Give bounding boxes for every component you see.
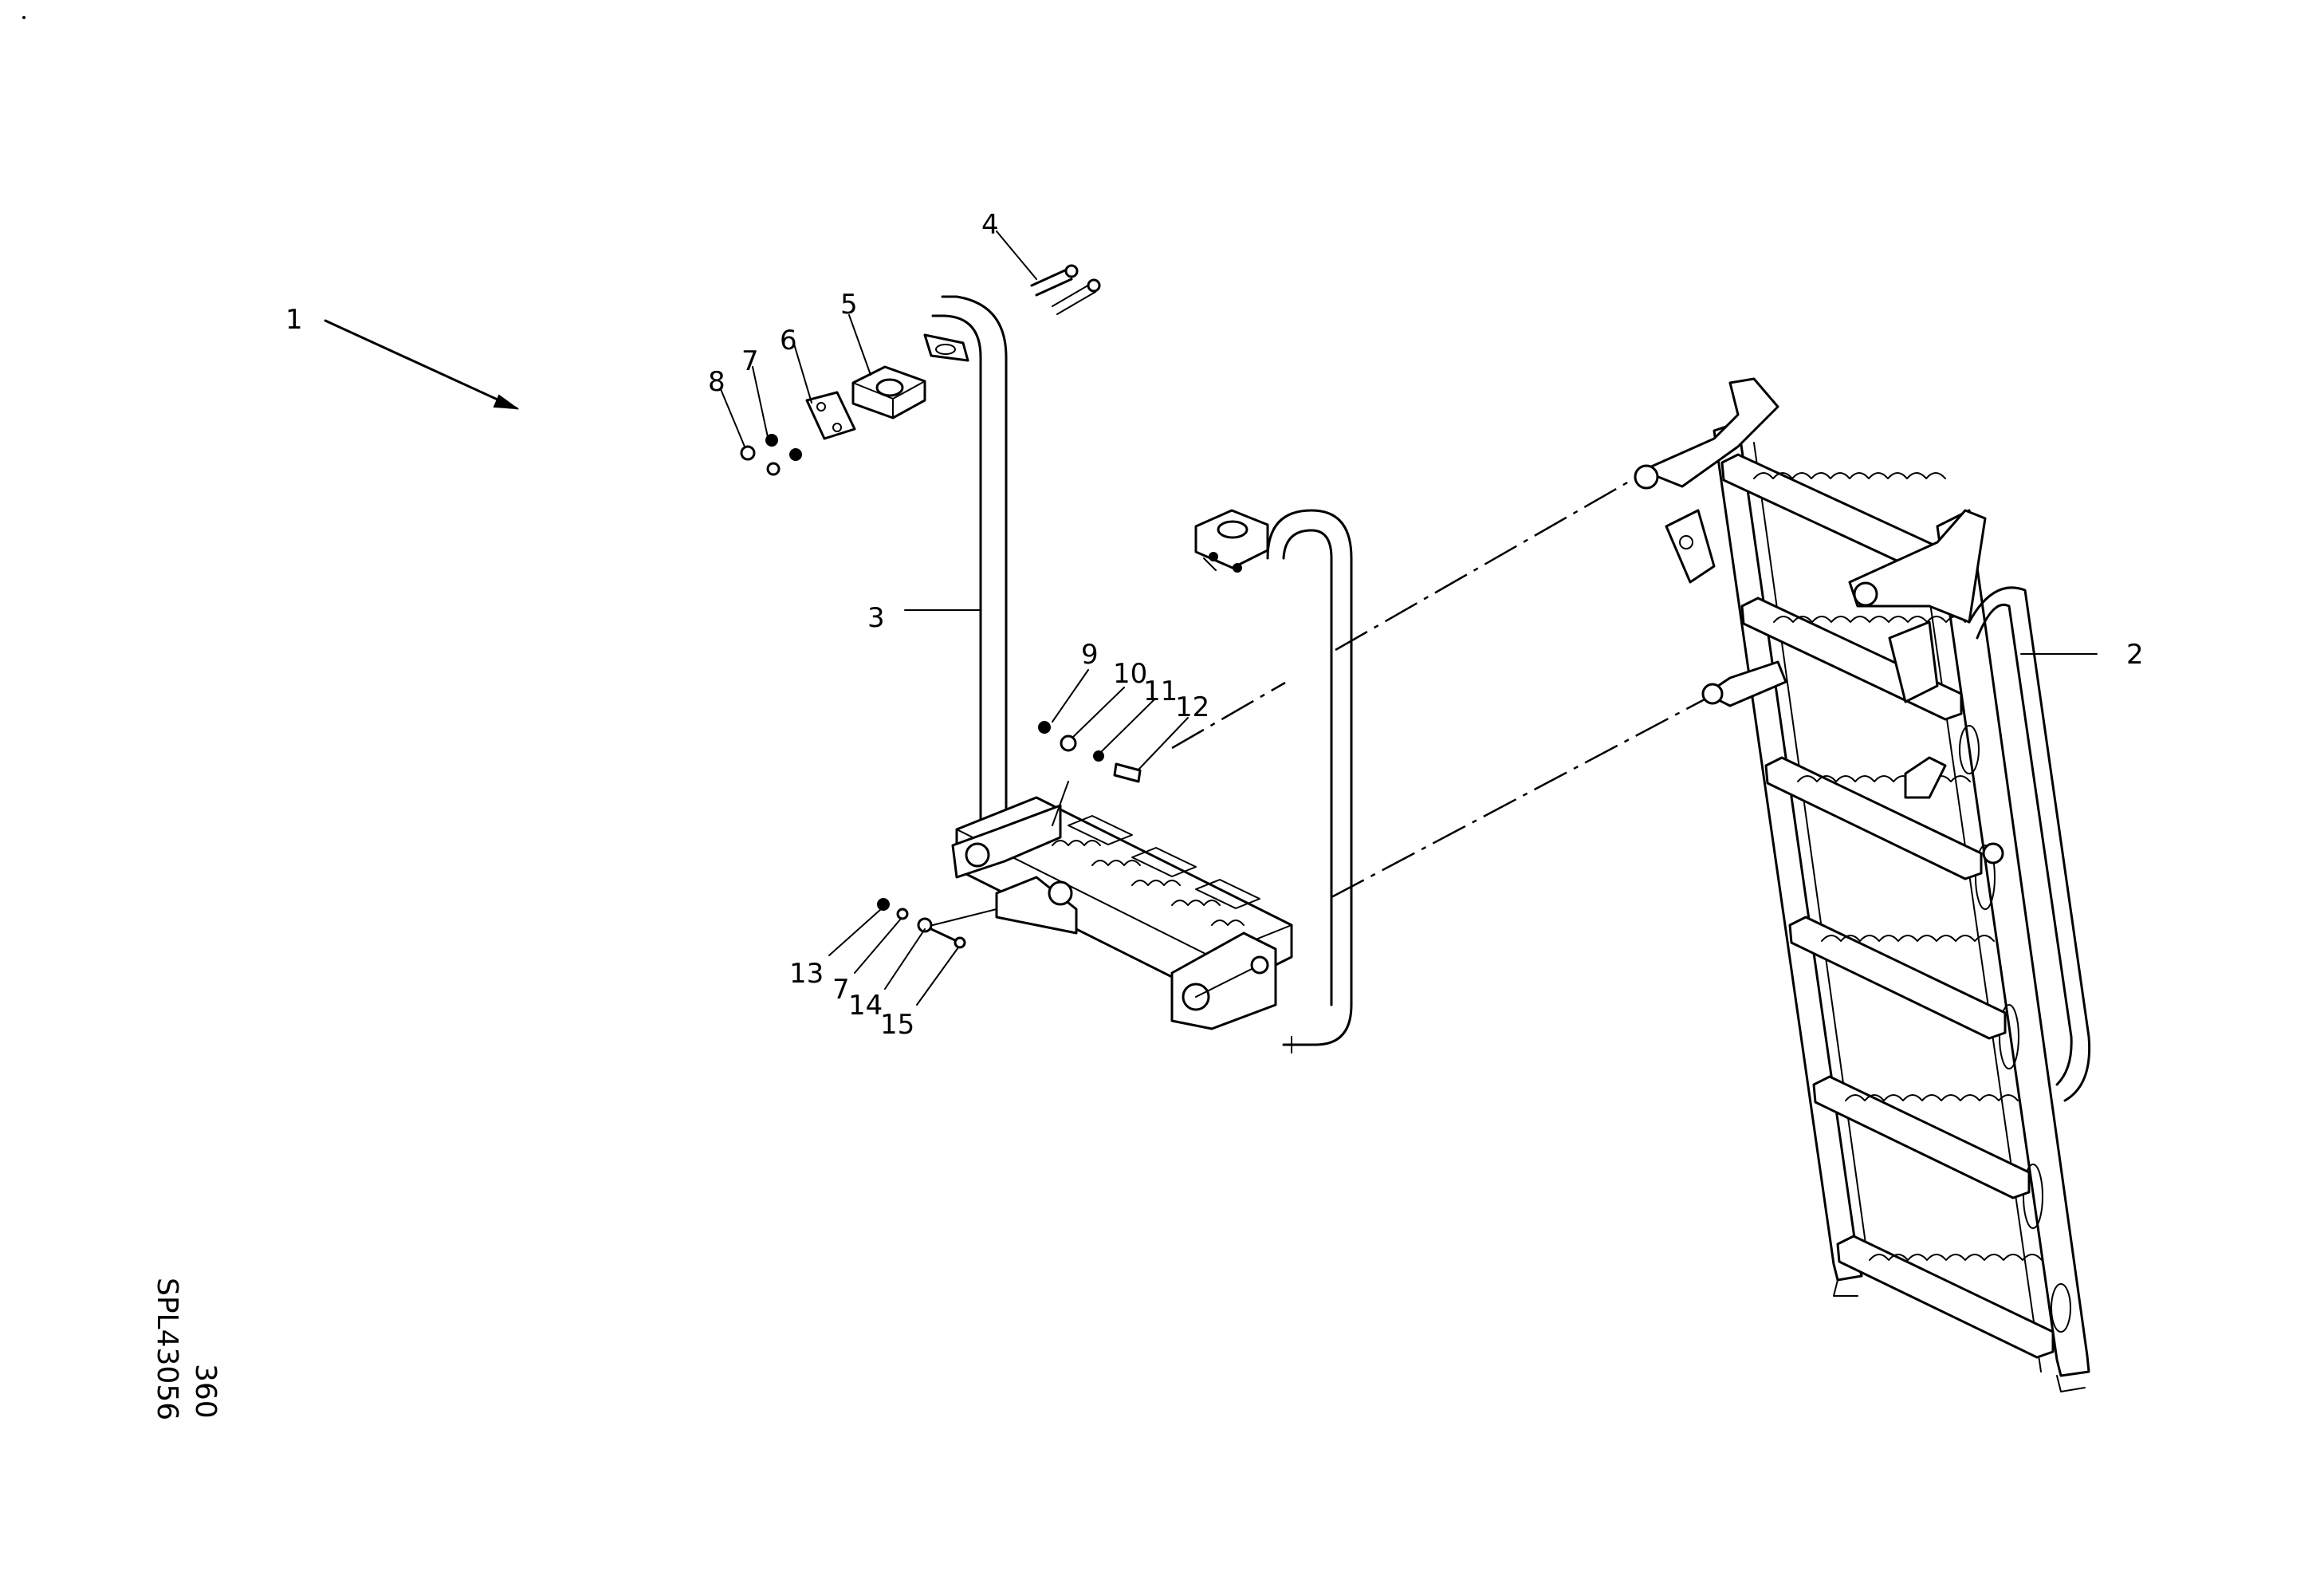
handrail-part (923, 295, 1008, 839)
callout-11: 11 (1143, 675, 1178, 707)
tread-pattern (1052, 815, 1260, 926)
main-ladder-part (1634, 377, 2091, 1392)
callout-10: 10 (1113, 658, 1147, 690)
handrail-loop (1194, 509, 1353, 1046)
ladder-rungs (1720, 453, 2055, 1359)
callout-13: 13 (789, 958, 824, 990)
alignment-centerlines (1171, 477, 1719, 899)
bolt-set-4 (1030, 264, 1101, 315)
callout-7b: 7 (832, 974, 850, 1006)
callout-6: 6 (780, 325, 797, 356)
callout-9: 9 (1081, 639, 1099, 671)
callout-8: 8 (708, 366, 726, 398)
callout-5: 5 (840, 289, 858, 321)
fasteners-13-15 (877, 898, 997, 949)
leader-lines (720, 230, 2098, 1006)
callout-15: 15 (880, 1009, 914, 1041)
reference-code: SPL43056 (151, 1278, 183, 1420)
assembly-arrow (324, 319, 520, 410)
callout-labels: 1 2 3 4 5 6 7 8 9 10 11 12 13 7 14 15 (285, 209, 2144, 1041)
reference-page: 360 (189, 1364, 222, 1419)
callout-2: 2 (2126, 639, 2144, 671)
plate-6 (805, 391, 856, 440)
fasteners-9-12 (1038, 721, 1142, 826)
callout-3: 3 (867, 602, 885, 634)
callout-12: 12 (1175, 691, 1209, 723)
callout-4: 4 (981, 209, 999, 241)
callout-1: 1 (285, 304, 303, 336)
corner-mark (22, 16, 26, 19)
callout-14: 14 (848, 990, 883, 1022)
drawing-reference: SPL43056 360 (151, 1278, 222, 1420)
lower-step-assembly (951, 796, 1293, 1053)
clamp-block-5 (851, 365, 926, 419)
callout-7a: 7 (741, 345, 759, 377)
washers-7-8 (740, 434, 802, 476)
